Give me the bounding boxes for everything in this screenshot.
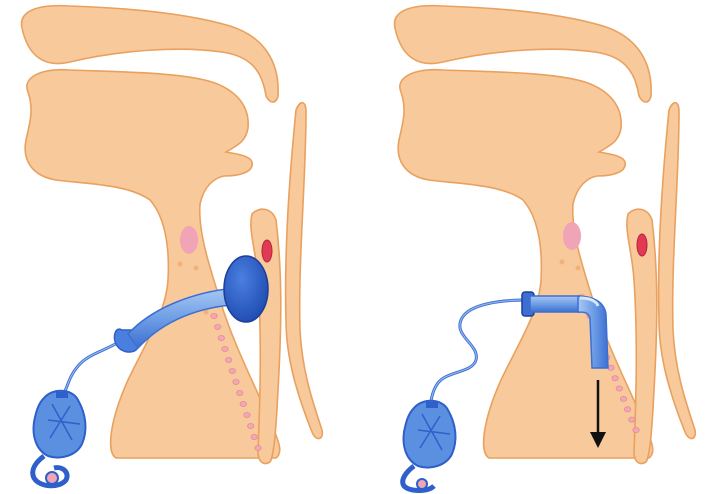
pilot-balloon-icon xyxy=(33,391,86,486)
red-mark xyxy=(262,240,272,262)
tracheal-ring xyxy=(237,390,243,395)
pilot-balloon-icon xyxy=(403,401,456,491)
tracheal-ring xyxy=(620,396,626,401)
head-neck-tissue xyxy=(398,70,653,458)
red-mark xyxy=(637,234,647,256)
tracheal-ring xyxy=(226,357,232,362)
pink-oval xyxy=(180,226,198,254)
left-panel xyxy=(22,6,323,486)
tracheal-ring xyxy=(616,386,622,391)
tracheal-ring xyxy=(248,423,254,428)
tracheal-ring xyxy=(255,445,261,450)
pink-oval xyxy=(563,222,581,250)
tracheal-ring xyxy=(633,427,639,432)
tracheal-ring xyxy=(229,368,235,373)
tracheal-ring xyxy=(233,379,239,384)
tracheal-ring xyxy=(215,324,221,329)
epiglottis-strip xyxy=(659,103,696,439)
epiglottis-strip xyxy=(286,103,323,439)
tracheal-ring xyxy=(244,412,250,417)
tracheal-ring xyxy=(218,335,224,340)
tracheal-ring xyxy=(251,434,257,439)
tracheal-ring xyxy=(211,313,217,318)
tracheal-ring xyxy=(612,376,618,381)
right-panel xyxy=(395,6,696,491)
tracheal-ring xyxy=(629,417,635,422)
tracheal-ring xyxy=(240,401,246,406)
tracheal-ring xyxy=(222,346,228,351)
cuff-balloon xyxy=(224,256,268,322)
tracheal-ring xyxy=(624,407,630,412)
